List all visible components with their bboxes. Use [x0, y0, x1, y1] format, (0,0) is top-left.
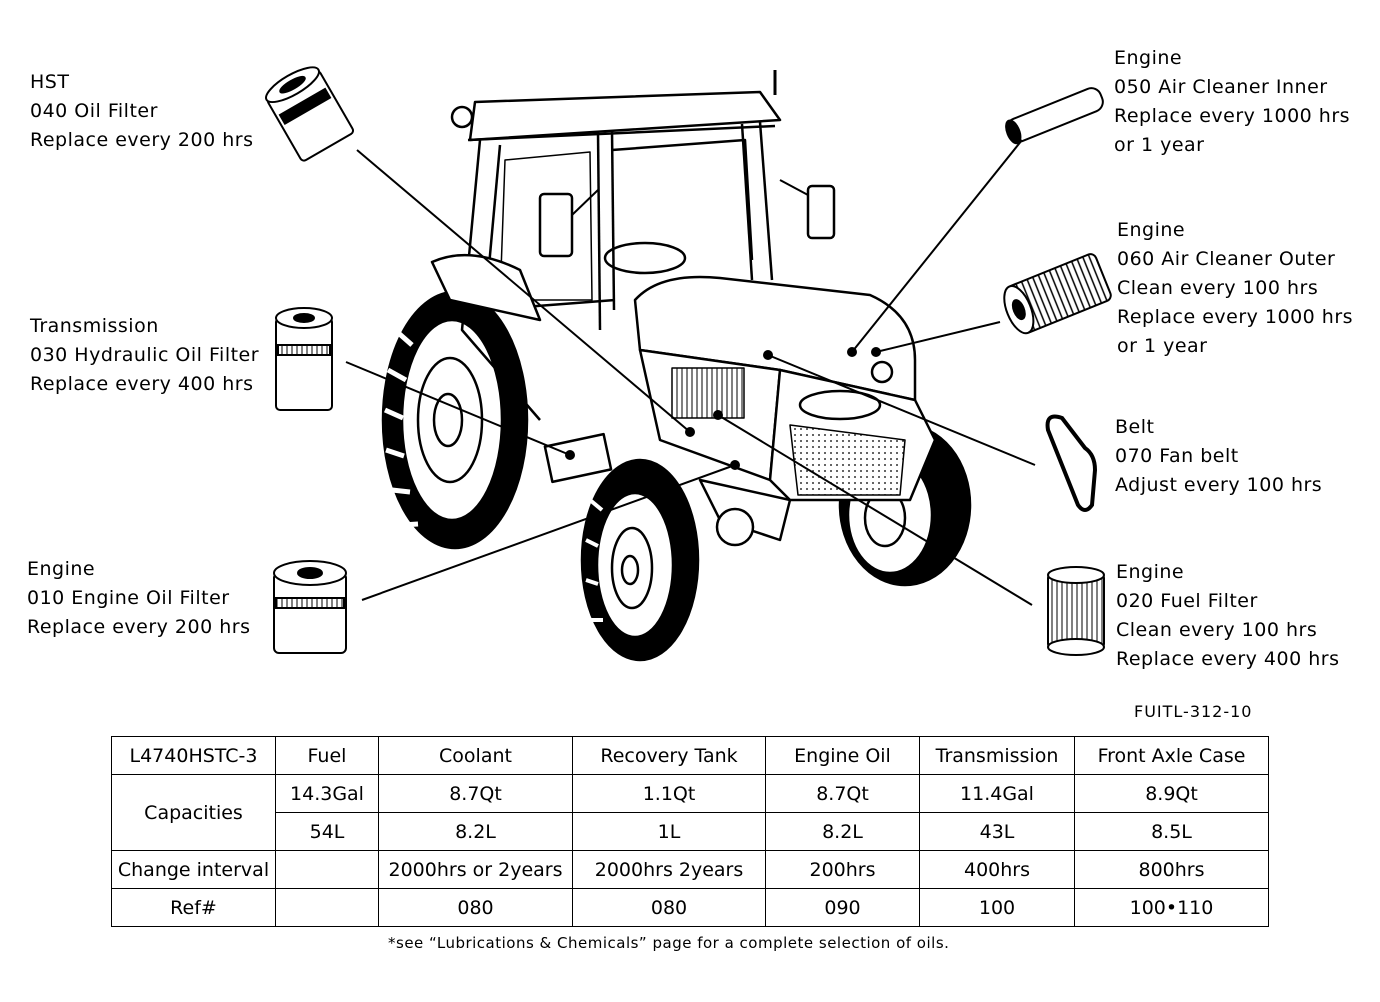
callout-air-cleaner-inner: Engine 050 Air Cleaner Inner Replace eve… — [1114, 44, 1350, 160]
table-cell: 100 — [919, 888, 1075, 927]
callout-interval: Replace every 400 hrs — [30, 373, 254, 395]
callout-category: Engine — [1117, 219, 1186, 241]
callout-hst-oil-filter: HST 040 Oil Filter Replace every 200 hrs — [30, 68, 253, 155]
footnote: *see “Lubrications & Chemicals” page for… — [388, 934, 950, 952]
header-front-axle-case: Front Axle Case — [1074, 736, 1269, 775]
callout-interval: Replace every 1000 hrs — [1114, 105, 1351, 127]
right-mirror — [806, 184, 836, 240]
ref-label: Ref# — [111, 888, 276, 927]
header-coolant: Coolant — [378, 736, 573, 775]
leader-lines — [345, 139, 1036, 606]
callout-engine-oil-filter: Engine 010 Engine Oil Filter Replace eve… — [27, 555, 250, 642]
fuel-filter-icon — [1047, 566, 1105, 656]
table-row: Capacities 14.3Gal 8.7Qt 1.1Qt 8.7Qt 11.… — [111, 774, 1269, 851]
header-transmission: Transmission — [919, 736, 1075, 775]
table-cell: 2000hrs 2years — [572, 850, 766, 889]
table-header-row: L4740HSTC-3 Fuel Coolant Recovery Tank E… — [111, 736, 1269, 775]
callout-part: 040 Oil Filter — [30, 100, 158, 122]
hood — [633, 275, 917, 402]
table-row: Ref# 080 080 090 100 100•110 — [111, 888, 1269, 927]
table-cell: 11.4Gal — [919, 774, 1075, 813]
callout-category: HST — [30, 71, 70, 93]
table-cell: 2000hrs or 2years — [378, 850, 573, 889]
table-cell: 080 — [572, 888, 766, 927]
callout-category: Engine — [1116, 561, 1185, 583]
leader-dots — [565, 347, 881, 470]
callout-category: Transmission — [30, 315, 159, 337]
figure-code: FUITL-312-10 — [1134, 702, 1253, 721]
callout-part: 010 Engine Oil Filter — [27, 587, 230, 609]
callout-interval: Replace every 200 hrs — [30, 129, 254, 151]
callout-category: Engine — [1114, 47, 1183, 69]
table-cell: 1.1Qt — [572, 774, 766, 813]
table-cell: 800hrs — [1074, 850, 1269, 889]
table-row: 54L 8.2L 1L 8.2L 43L 8.5L — [112, 812, 1269, 851]
table-cell: 200hrs — [765, 850, 920, 889]
callout-category: Belt — [1115, 416, 1155, 438]
callout-interval-clean: Clean every 100 hrs — [1117, 277, 1319, 299]
left-mirror — [538, 192, 574, 258]
table-cell: 8.5L — [1074, 812, 1269, 851]
table-cell: 100•110 — [1074, 888, 1269, 927]
front-left-tire — [580, 458, 700, 662]
tractor-maintenance-diagram — [265, 66, 1112, 662]
fan-belt-icon — [1045, 414, 1098, 512]
callout-interval-clean: Clean every 100 hrs — [1116, 619, 1318, 641]
callout-part: 050 Air Cleaner Inner — [1114, 76, 1328, 98]
table-cell: 43L — [919, 812, 1075, 851]
callout-interval: Adjust every 100 hrs — [1115, 474, 1323, 496]
capacities-label: Capacities — [111, 774, 276, 851]
left-fender — [430, 253, 542, 322]
callout-interval: Replace every 1000 hrs — [1117, 306, 1354, 328]
hydraulic-oil-filter-icon — [275, 307, 333, 411]
table-cell — [275, 888, 379, 927]
callout-air-cleaner-outer: Engine 060 Air Cleaner Outer Clean every… — [1117, 216, 1353, 361]
callout-interval-alt: or 1 year — [1117, 335, 1208, 357]
rear-left-tire — [381, 290, 529, 550]
table-cell: 400hrs — [919, 850, 1075, 889]
callout-interval: Replace every 200 hrs — [27, 616, 251, 638]
table-cell: 8.2L — [765, 812, 920, 851]
callout-part: 020 Fuel Filter — [1116, 590, 1258, 612]
air-cleaner-inner-icon — [1005, 87, 1104, 145]
cab-roof — [468, 90, 782, 142]
hst-oil-filter-icon — [265, 66, 355, 162]
callout-fan-belt: Belt 070 Fan belt Adjust every 100 hrs — [1115, 413, 1322, 500]
table-cell: 8.2L — [378, 812, 573, 851]
table-cell: 8.7Qt — [378, 774, 573, 813]
callout-part: 060 Air Cleaner Outer — [1117, 248, 1336, 270]
callout-part: 070 Fan belt — [1115, 445, 1239, 467]
table-cell: 54L — [275, 812, 379, 851]
table-cell: 1L — [572, 812, 766, 851]
header-fuel: Fuel — [275, 736, 379, 775]
callout-interval-alt: or 1 year — [1114, 134, 1205, 156]
table-cell: 080 — [378, 888, 573, 927]
air-cleaner-outer-icon — [1003, 253, 1112, 335]
header-engine-oil: Engine Oil — [765, 736, 920, 775]
model-cell: L4740HSTC-3 — [111, 736, 276, 775]
tractor-illustration — [381, 70, 972, 662]
callout-category: Engine — [27, 558, 96, 580]
callout-fuel-filter: Engine 020 Fuel Filter Clean every 100 h… — [1116, 558, 1339, 674]
callout-part: 030 Hydraulic Oil Filter — [30, 344, 260, 366]
callout-hydraulic-oil-filter: Transmission 030 Hydraulic Oil Filter Re… — [30, 312, 259, 399]
table-row: Change interval 2000hrs or 2years 2000hr… — [111, 850, 1269, 889]
steering-wheel — [603, 241, 687, 275]
table-cell: 14.3Gal — [275, 774, 379, 813]
table-cell: 8.7Qt — [765, 774, 920, 813]
change-interval-label: Change interval — [111, 850, 276, 889]
capacities-table: L4740HSTC-3 Fuel Coolant Recovery Tank E… — [111, 736, 1269, 927]
engine-oil-filter-icon — [273, 560, 347, 654]
table-cell: 8.9Qt — [1074, 774, 1269, 813]
table-cell — [275, 850, 379, 889]
header-recovery-tank: Recovery Tank — [572, 736, 766, 775]
table-cell: 090 — [765, 888, 920, 927]
callout-interval: Replace every 400 hrs — [1116, 648, 1340, 670]
